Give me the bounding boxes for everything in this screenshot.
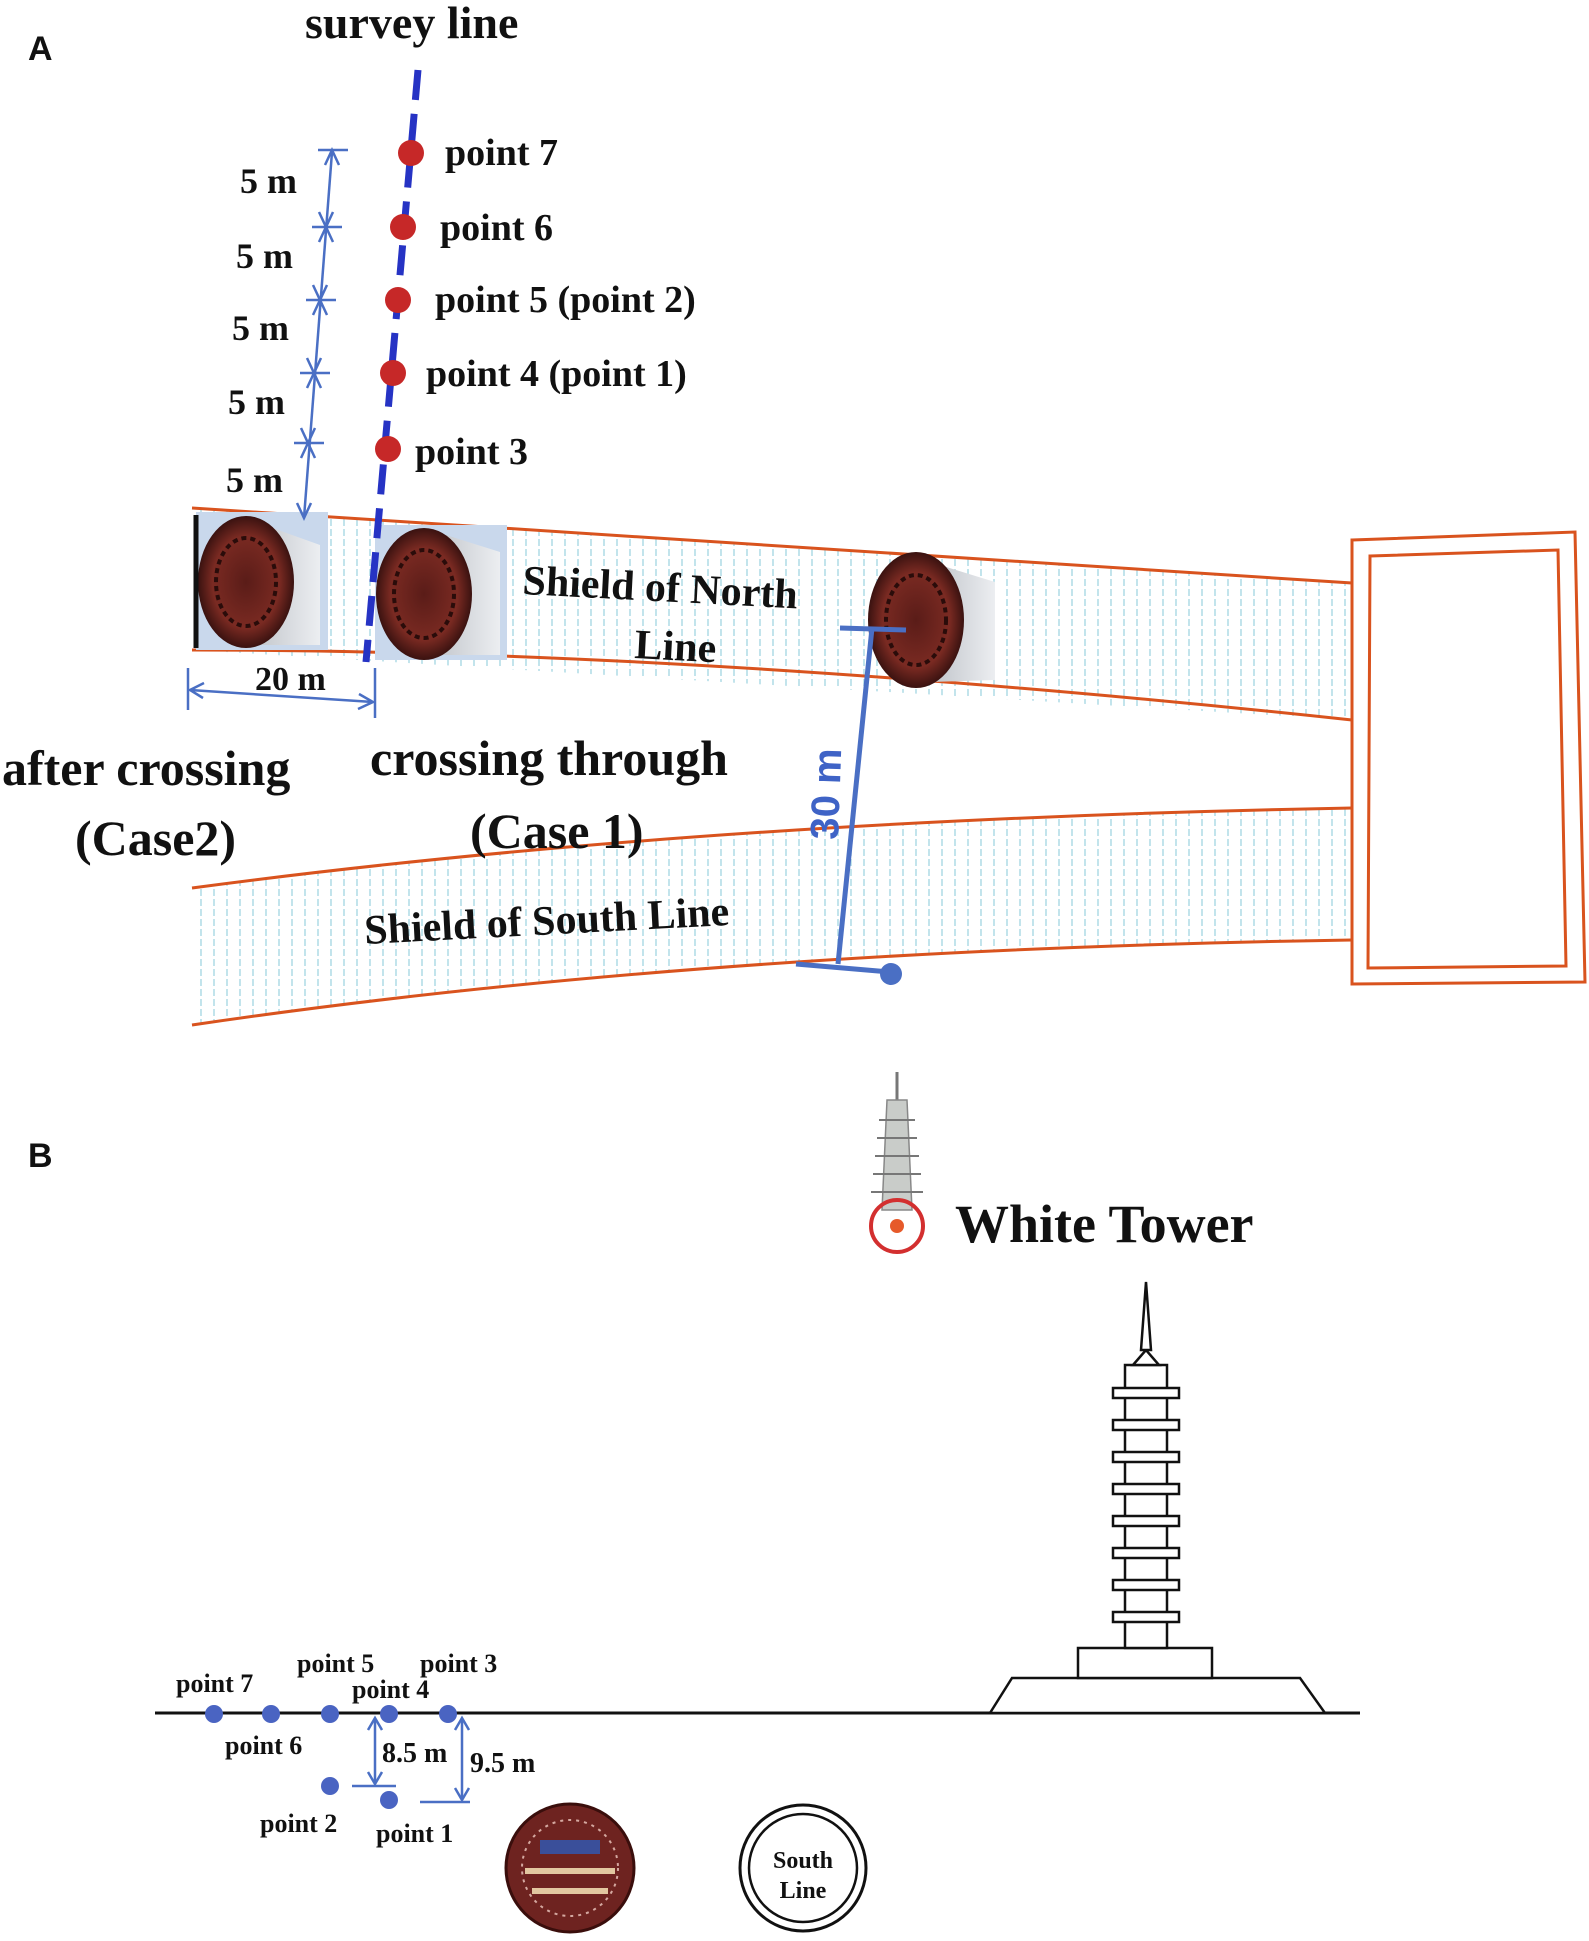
- survey-line: [362, 69, 422, 663]
- b-point-1-label: point 1: [376, 1819, 453, 1848]
- b-point-1-marker: [380, 1791, 398, 1809]
- after-crossing-label-2: (Case2): [75, 810, 236, 866]
- b-point-4-marker: [380, 1705, 398, 1723]
- b-point-2-marker: [321, 1777, 339, 1795]
- b-point-5-marker: [321, 1705, 339, 1723]
- b-point-7-marker: [205, 1705, 223, 1723]
- south-line-label-1: South: [773, 1848, 833, 1874]
- point-7-label: point 7: [445, 132, 558, 174]
- b-point-3-marker: [439, 1705, 457, 1723]
- white-tower-label: White Tower: [955, 1194, 1254, 1254]
- panel-b-label: B: [28, 1137, 53, 1175]
- point-7-marker: [398, 140, 424, 166]
- white-tower-icon: [869, 1072, 925, 1254]
- spacing-label-3: 5 m: [232, 308, 289, 348]
- station-box: [1350, 530, 1587, 986]
- panel-a-label: A: [28, 30, 53, 68]
- dimension-20m: [186, 668, 377, 718]
- b-point-3-label: point 3: [420, 1649, 497, 1678]
- dimension-30m: [795, 625, 907, 975]
- south-line-cross-section: [738, 1803, 868, 1933]
- distance-30m-label: 30 m: [803, 748, 850, 841]
- depth-8-5-label: 8.5 m: [382, 1738, 447, 1769]
- shield-machine-crossing-through: [375, 525, 507, 660]
- north-line-label-2: Line: [633, 622, 717, 672]
- point-5-marker: [385, 287, 411, 313]
- south-tunnel: [191, 806, 1353, 1027]
- point-5-label: point 5 (point 2): [435, 279, 696, 321]
- spacing-label-4: 5 m: [228, 382, 285, 422]
- shield-machine-after-crossing: [193, 512, 328, 650]
- point-4-marker: [380, 360, 406, 386]
- b-point-5-label: point 5: [297, 1649, 374, 1678]
- depth-9-5-label: 9.5 m: [470, 1748, 535, 1779]
- b-point-6-marker: [262, 1705, 280, 1723]
- spacing-dimension-chain: [294, 147, 348, 521]
- north-line-cross-section: [504, 1802, 636, 1934]
- survey-line-title: survey line: [305, 0, 518, 48]
- point-3-label: point 3: [415, 431, 528, 473]
- crossing-through-label-1: crossing through: [370, 730, 728, 786]
- white-tower-elevation: [987, 1281, 1328, 1715]
- spacing-label-1: 5 m: [240, 161, 297, 201]
- dimension-30m-endpoint: [880, 963, 902, 985]
- spacing-label-2: 5 m: [236, 236, 293, 276]
- b-point-6-label: point 6: [225, 1731, 302, 1760]
- survey-points-b: [205, 1705, 457, 1809]
- point-4-label: point 4 (point 1): [426, 353, 687, 395]
- crossing-through-label-2: (Case 1): [470, 803, 644, 859]
- distance-20m-label: 20 m: [255, 661, 326, 698]
- survey-points-a: [375, 140, 424, 462]
- south-line-label-2: Line: [780, 1878, 827, 1904]
- point-6-label: point 6: [440, 207, 553, 249]
- after-crossing-label-1: after crossing: [2, 740, 290, 796]
- depth-dimensions: [352, 1715, 471, 1804]
- b-point-4-label: point 4: [352, 1675, 429, 1704]
- b-point-2-label: point 2: [260, 1809, 337, 1838]
- shield-machine-north-line: [868, 552, 995, 688]
- point-3-marker: [375, 436, 401, 462]
- point-6-marker: [390, 214, 416, 240]
- b-point-7-label: point 7: [176, 1669, 253, 1698]
- spacing-label-5: 5 m: [226, 460, 283, 500]
